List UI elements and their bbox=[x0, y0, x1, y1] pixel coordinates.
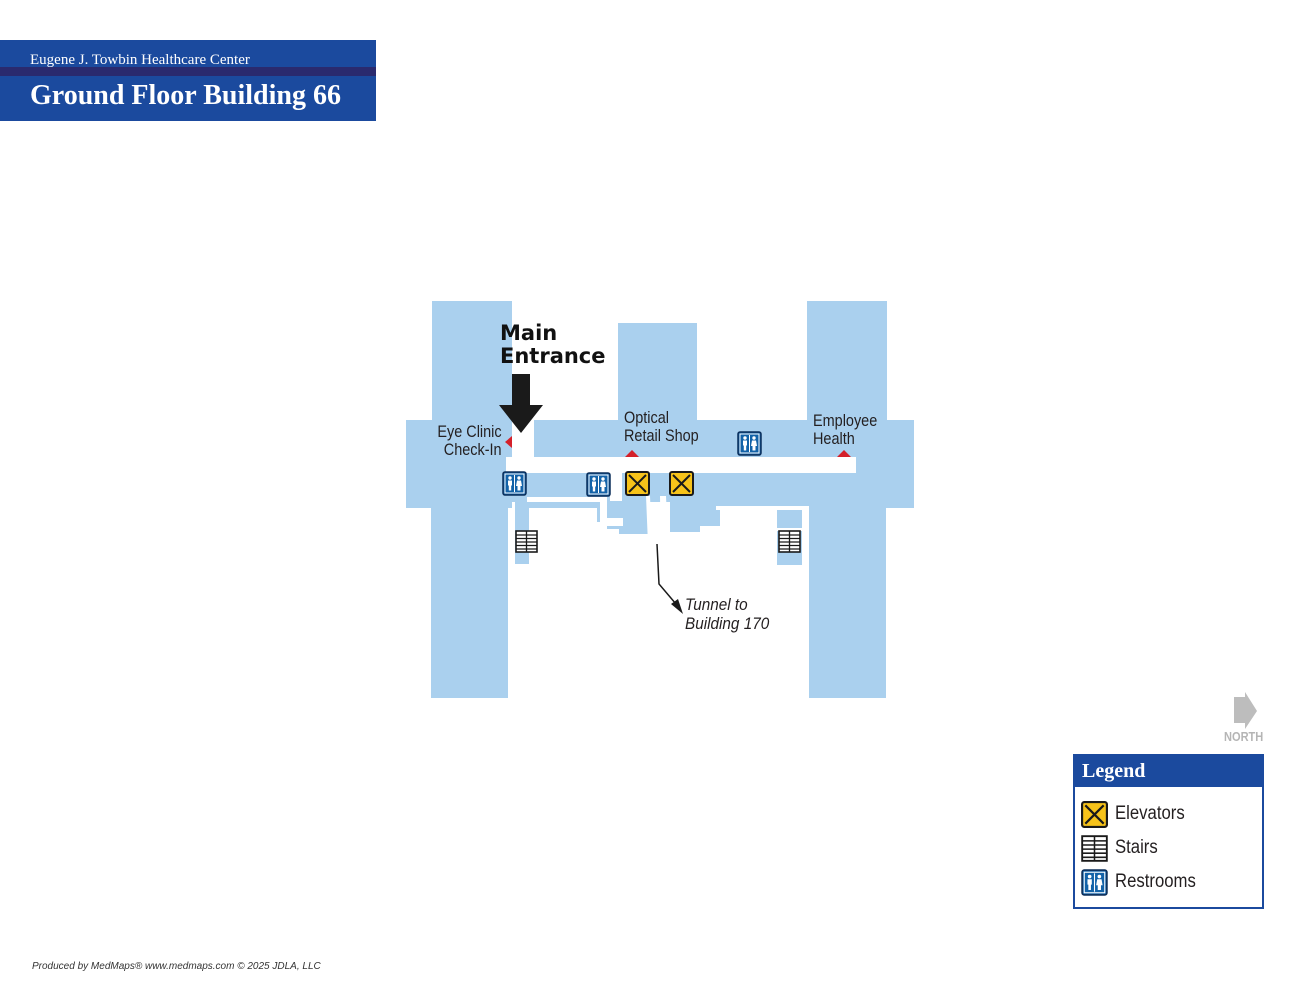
north-arrow-icon bbox=[1234, 692, 1257, 729]
employee-health-line1: Employee bbox=[813, 411, 878, 430]
eye-clinic-label: Eye Clinic Check-In bbox=[438, 423, 502, 459]
elevator-icon bbox=[1081, 800, 1108, 828]
tunnel-line1: Tunnel to bbox=[685, 595, 748, 614]
elevator-icon[interactable] bbox=[669, 471, 694, 496]
legend-title: Legend bbox=[1075, 756, 1262, 787]
employee-health-marker[interactable] bbox=[837, 450, 851, 457]
legend-item-restrooms: Restrooms bbox=[1081, 868, 1207, 896]
main-entrance-line2: Entrance bbox=[500, 344, 606, 368]
optical-shop-label: Optical Retail Shop bbox=[624, 409, 699, 445]
corridor bbox=[506, 421, 856, 610]
restroom-icon[interactable] bbox=[737, 431, 762, 456]
eye-clinic-line2: Check-In bbox=[444, 440, 502, 459]
optical-shop-line1: Optical bbox=[624, 408, 669, 427]
legend-item-elevators: Elevators bbox=[1081, 800, 1194, 828]
legend-label: Restrooms bbox=[1115, 871, 1196, 892]
tunnel-arrow bbox=[656, 543, 677, 605]
stairs-icon bbox=[1081, 834, 1108, 862]
restroom-icon bbox=[1081, 868, 1108, 896]
elevator-icon[interactable] bbox=[625, 471, 650, 496]
legend: Legend Elevators Stairs Restrooms bbox=[1073, 754, 1264, 909]
map-title-banner: Eugene J. Towbin Healthcare Center Groun… bbox=[0, 40, 376, 121]
legend-label: Elevators bbox=[1115, 803, 1185, 824]
floor-area bbox=[406, 301, 914, 698]
employee-health-label: Employee Health bbox=[813, 412, 877, 448]
optical-shop-marker[interactable] bbox=[625, 450, 639, 457]
tunnel-arrowhead bbox=[671, 599, 683, 614]
stairs-icon[interactable] bbox=[515, 530, 538, 553]
banner-stripe bbox=[0, 67, 376, 76]
main-entrance-line1: Main bbox=[500, 321, 558, 345]
footer-credit: Produced by MedMaps® www.medmaps.com © 2… bbox=[32, 961, 321, 972]
stairs-icon[interactable] bbox=[778, 530, 801, 553]
eye-clinic-marker[interactable] bbox=[505, 436, 512, 448]
tunnel-line2: Building 170 bbox=[685, 614, 770, 633]
facility-name: Eugene J. Towbin Healthcare Center bbox=[30, 52, 250, 68]
legend-label: Stairs bbox=[1115, 837, 1158, 858]
floor-title: Ground Floor Building 66 bbox=[30, 80, 341, 111]
legend-item-stairs: Stairs bbox=[1081, 834, 1164, 862]
eye-clinic-line1: Eye Clinic bbox=[437, 422, 502, 441]
main-entrance-arrow bbox=[499, 374, 543, 433]
employee-health-line2: Health bbox=[813, 429, 855, 448]
optical-shop-line2: Retail Shop bbox=[624, 426, 699, 445]
restroom-icon[interactable] bbox=[502, 471, 527, 496]
main-entrance-label: Main Entrance bbox=[500, 322, 606, 368]
tunnel-label: Tunnel to Building 170 bbox=[685, 595, 769, 633]
restroom-icon[interactable] bbox=[586, 472, 611, 497]
north-label: NORTH bbox=[1224, 729, 1264, 744]
